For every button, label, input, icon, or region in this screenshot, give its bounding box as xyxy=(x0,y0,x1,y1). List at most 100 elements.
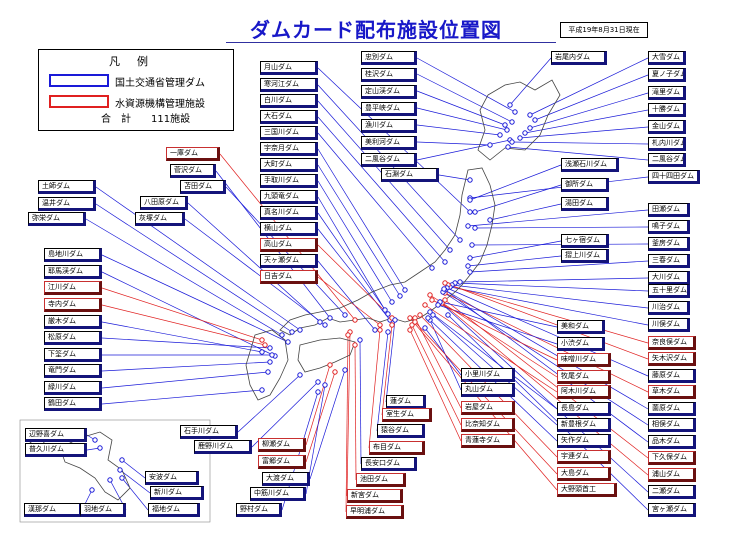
dam-label: 日吉ダム xyxy=(260,270,318,284)
leader-line xyxy=(251,381,319,448)
dam-label: 横山ダム xyxy=(260,222,318,236)
leader-line xyxy=(101,254,289,343)
dam-label: 大野頭首工 xyxy=(557,483,617,497)
leader-line xyxy=(459,277,649,283)
leader-line xyxy=(449,286,649,326)
dam-label: 御所ダム xyxy=(561,178,609,192)
leader-line xyxy=(471,243,649,246)
dam-marker xyxy=(345,332,351,338)
dam-marker xyxy=(522,130,528,136)
leader-line xyxy=(469,164,562,201)
dam-marker xyxy=(417,312,423,318)
leader-line xyxy=(416,73,513,123)
dam-marker xyxy=(392,317,398,323)
leader-line xyxy=(305,371,336,463)
dam-label: 温井ダム xyxy=(38,197,96,211)
leader-line xyxy=(359,339,362,465)
dam-marker xyxy=(377,322,383,328)
dam-marker xyxy=(279,332,285,338)
leader-line xyxy=(451,284,649,309)
dam-marker xyxy=(467,269,473,275)
leader-line xyxy=(437,304,558,345)
dam-label: 耶馬渓ダム xyxy=(44,265,102,279)
dam-label: 室生ダム xyxy=(382,408,432,422)
dam-label: 下久保ダム xyxy=(648,451,696,465)
dam-marker xyxy=(407,327,413,333)
dam-marker xyxy=(504,127,510,133)
leader-line xyxy=(414,321,558,475)
leader-line xyxy=(121,459,146,479)
leader-line xyxy=(416,141,491,146)
dam-label: 中筋川ダム xyxy=(250,487,306,501)
leader-line xyxy=(454,282,649,292)
dam-label: 薗原ダム xyxy=(648,402,696,416)
dam-label: 小里川ダム xyxy=(461,368,515,382)
map-outline xyxy=(297,337,356,373)
legend-label-jwa: 水資源機構管理施設 xyxy=(115,99,205,110)
leader-line xyxy=(447,284,649,344)
leader-line xyxy=(524,109,649,134)
leader-line xyxy=(441,302,649,476)
dam-label: 天ヶ瀬ダム xyxy=(260,254,318,268)
dam-label: 野村ダム xyxy=(236,503,282,517)
dam-marker xyxy=(317,319,323,325)
dam-label: 四十四田ダム xyxy=(648,170,700,184)
as-of-date: 平成19年8月31日現在 xyxy=(560,22,648,38)
leader-line xyxy=(416,107,508,131)
leader-line xyxy=(511,141,649,145)
dam-label: 豊平峡ダム xyxy=(361,102,417,116)
legend-total: 合 計 111施設 xyxy=(101,114,191,125)
dam-marker xyxy=(407,315,413,321)
dam-label: 猿谷ダム xyxy=(377,424,425,438)
leader-line xyxy=(381,324,393,416)
leader-lines xyxy=(81,57,649,513)
dam-label: 草木ダム xyxy=(648,385,696,399)
dam-marker xyxy=(430,312,436,318)
leader-line xyxy=(317,228,391,321)
dam-label: 二風谷ダム xyxy=(361,153,417,167)
dam-marker xyxy=(447,247,453,253)
leader-line xyxy=(438,174,471,181)
leader-line xyxy=(424,304,558,393)
leader-line xyxy=(317,116,446,263)
dam-label: 青蓮寺ダム xyxy=(461,434,515,448)
dam-marker xyxy=(267,359,273,365)
map-outline xyxy=(245,329,289,401)
dam-label: 宇奈月ダム xyxy=(260,142,318,156)
dam-label: 菅沢ダム xyxy=(170,164,216,178)
leader-line xyxy=(354,344,357,481)
leader-line xyxy=(416,124,501,136)
dam-marker xyxy=(442,280,448,286)
dam-label: 美和ダム xyxy=(557,320,605,334)
dam-marker xyxy=(385,329,391,335)
leader-line xyxy=(519,126,649,139)
leader-line xyxy=(447,314,649,511)
leader-line xyxy=(309,369,346,480)
leader-line xyxy=(317,212,389,315)
legend: 凡 例 国土交通省管理ダム 水資源機構管理施設 合 計 111施設 xyxy=(38,49,234,131)
dam-label: 小渋ダム xyxy=(557,337,605,351)
dam-label: 宇連ダム xyxy=(557,450,611,464)
dam-marker xyxy=(322,382,328,388)
dam-label: 弥栄ダム xyxy=(28,212,86,226)
dam-marker xyxy=(397,293,403,299)
dam-marker xyxy=(297,372,303,378)
dam-marker xyxy=(472,209,478,215)
dam-label: 岩屋ダム xyxy=(461,401,515,415)
leader-line xyxy=(95,186,301,331)
dam-label: 二風谷ダム xyxy=(648,153,686,167)
dam-label: 大島ダム xyxy=(557,467,611,481)
dam-label: 田瀬ダム xyxy=(648,203,690,217)
dam-label: 滝里ダム xyxy=(648,86,686,100)
leader-line xyxy=(346,331,351,497)
leader-line xyxy=(409,329,462,442)
leader-line xyxy=(467,255,562,267)
dam-label: 石手川ダム xyxy=(180,425,238,439)
dam-marker xyxy=(527,112,533,118)
dam-marker xyxy=(117,467,123,473)
dam-label: 川俣ダム xyxy=(648,318,690,332)
dam-label: 寺内ダム xyxy=(44,298,102,312)
dam-label: 味噌川ダム xyxy=(557,353,611,367)
dam-marker xyxy=(389,322,395,328)
